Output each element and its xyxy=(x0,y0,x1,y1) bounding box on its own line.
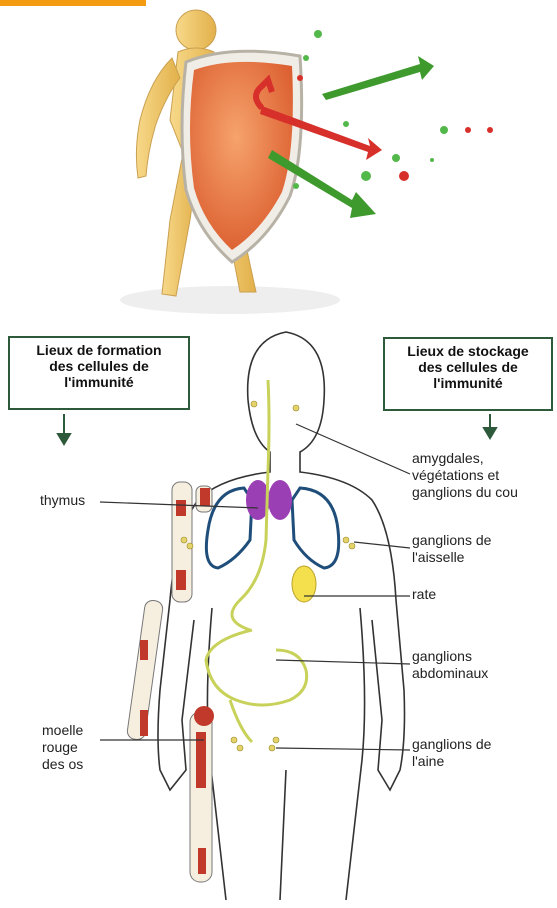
storage-box-line-3: l'immunité xyxy=(391,375,545,391)
label-aine-line-2: l'aine xyxy=(412,753,491,770)
label-moelle: moelle rouge des os xyxy=(42,722,83,773)
label-amygdales-line-3: ganglions du cou xyxy=(412,484,518,501)
label-aine: ganglions de l'aine xyxy=(412,736,491,770)
storage-box-line-2: des cellules de xyxy=(391,359,545,375)
label-aisselle-line-1: ganglions de xyxy=(412,532,491,549)
label-abdominaux-line-1: ganglions xyxy=(412,648,488,665)
label-aine-line-1: ganglions de xyxy=(412,736,491,753)
bone-marrow xyxy=(126,482,214,882)
label-aisselle-line-2: l'aisselle xyxy=(412,549,491,566)
label-thymus: thymus xyxy=(40,492,85,509)
right-lung xyxy=(292,488,339,568)
label-abdominaux: ganglions abdominaux xyxy=(412,648,488,682)
label-amygdales: amygdales, végétations et ganglions du c… xyxy=(412,450,518,501)
storage-box: Lieux de stockage des cellules de l'immu… xyxy=(383,337,553,411)
formation-box-line-1: Lieux de formation xyxy=(16,342,182,358)
label-rate: rate xyxy=(412,586,436,603)
label-moelle-line-2: rouge xyxy=(42,739,83,756)
label-moelle-line-3: des os xyxy=(42,756,83,773)
formation-box: Lieux de formation des cellules de l'imm… xyxy=(8,336,190,410)
label-aisselle: ganglions de l'aisselle xyxy=(412,532,491,566)
label-abdominaux-line-2: abdominaux xyxy=(412,665,488,682)
storage-box-line-1: Lieux de stockage xyxy=(391,343,545,359)
label-moelle-line-1: moelle xyxy=(42,722,83,739)
label-amygdales-line-2: végétations et xyxy=(412,467,518,484)
label-amygdales-line-1: amygdales, xyxy=(412,450,518,467)
formation-box-line-2: des cellules de xyxy=(16,358,182,374)
formation-box-line-3: l'immunité xyxy=(16,374,182,390)
down-arrows xyxy=(58,414,496,444)
left-lung xyxy=(206,488,252,568)
